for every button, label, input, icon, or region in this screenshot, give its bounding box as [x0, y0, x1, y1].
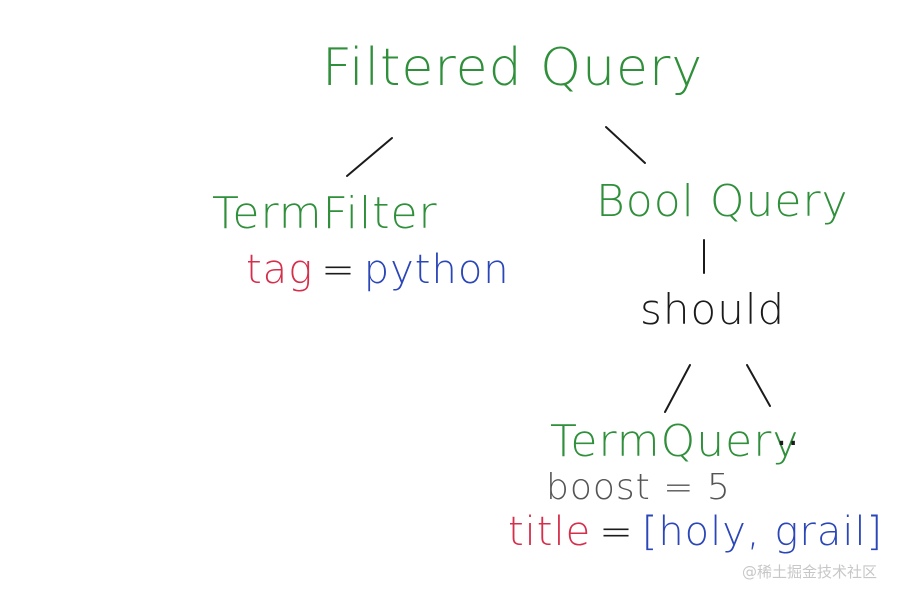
node-should: should — [640, 285, 786, 334]
edge-should-to-term-query — [664, 364, 691, 413]
node-term-filter: TermFilter — [212, 188, 438, 239]
operator-equals: = — [321, 247, 356, 293]
edge-should-to-ellipsis — [746, 364, 771, 407]
node-bool-query: Bool Query — [596, 176, 849, 227]
watermark: @稀土掘金技术社区 — [742, 563, 878, 581]
term-query-condition: title=[holy, grail] — [508, 512, 883, 552]
node-term-query: TermQuery — [550, 416, 800, 467]
node-ellipsis: .. — [776, 414, 800, 454]
operator-equals: = — [599, 509, 634, 555]
field-tag: tag — [246, 247, 314, 293]
value-python: python — [363, 247, 510, 293]
value-holy-grail: [holy, grail] — [641, 509, 884, 555]
edge-root-to-bool-query — [605, 126, 646, 164]
root-node-filtered-query: Filtered Query — [322, 38, 704, 98]
boost-annotation: boost = 5 — [546, 467, 731, 508]
edge-root-to-term-filter — [346, 137, 393, 177]
term-filter-condition: tag=python — [246, 250, 510, 290]
field-title: title — [508, 509, 592, 555]
